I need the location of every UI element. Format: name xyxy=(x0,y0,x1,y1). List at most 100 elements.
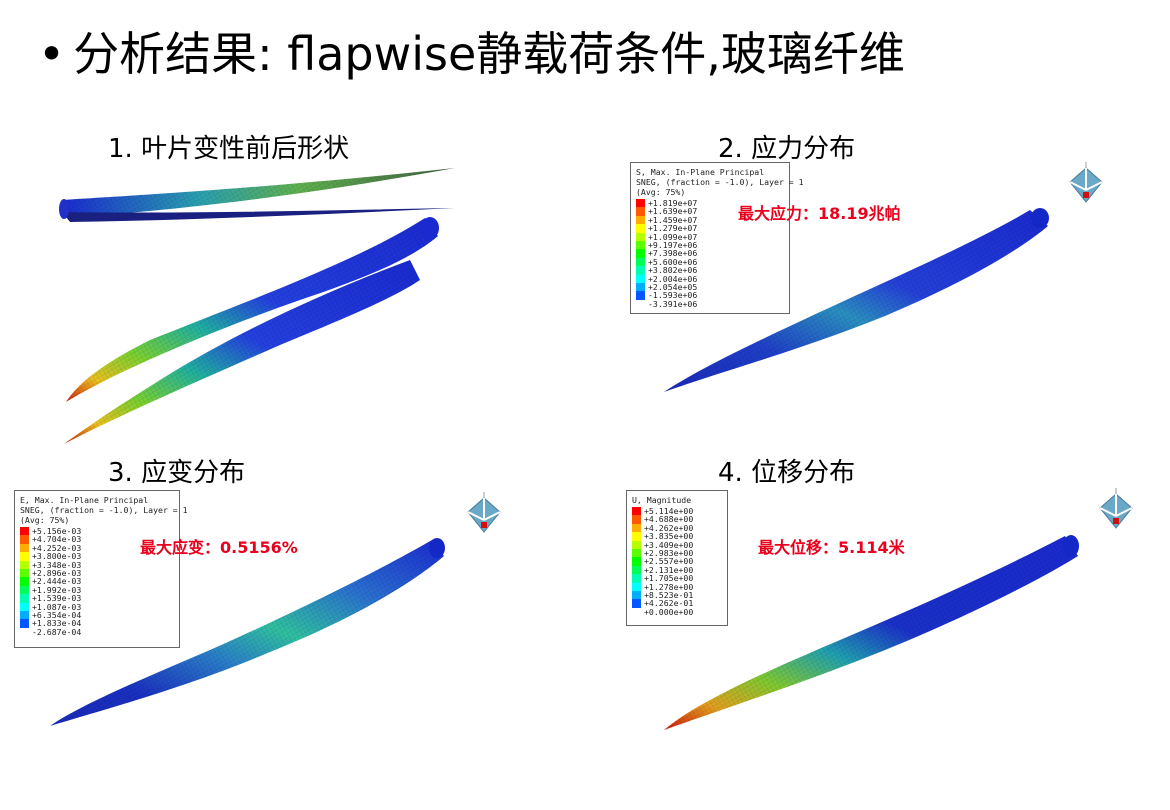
legend-value: +3.802e+06 xyxy=(648,265,698,276)
legend-swatch xyxy=(632,582,641,591)
legend-row: +2.983e+00 xyxy=(632,549,722,557)
legend-value: +2.054e+05 xyxy=(648,281,698,292)
legend-swatch xyxy=(636,207,645,216)
legend-row: +1.279e+07 xyxy=(636,223,784,234)
legend-swatch xyxy=(20,602,29,611)
legend-value: +4.262e+00 xyxy=(644,522,694,533)
slide-title-text: 分析结果: flapwise静载荷条件,玻璃纤维 xyxy=(73,27,905,81)
legend-swatch xyxy=(632,548,641,558)
legend-value: +9.197e+06 xyxy=(648,239,698,250)
coordinate-triad-icon xyxy=(1099,488,1133,529)
legend-row: +3.800e-03 xyxy=(20,551,174,562)
strain-legend: E, Max. In-Plane Principal SNEG, (fracti… xyxy=(14,490,188,648)
legend-swatch xyxy=(632,574,641,583)
legend-value: +1.459e+07 xyxy=(648,214,698,225)
legend-value: -3.391e+06 xyxy=(648,298,698,309)
legend-row: +2.444e-03 xyxy=(20,576,174,587)
legend-value: -2.687e-04 xyxy=(32,626,82,637)
legend-value: +1.099e+07 xyxy=(648,231,698,242)
legend-scale: +5.114e+00+4.688e+00+4.262e+00+3.835e+00… xyxy=(632,507,722,616)
legend-value: +1.279e+07 xyxy=(648,223,698,234)
legend-swatch xyxy=(636,249,645,258)
legend-swatch xyxy=(20,560,29,569)
panel-4-label: 4. 位移分布 xyxy=(718,458,856,488)
legend-value: +1.278e+00 xyxy=(644,581,694,592)
legend-value: +2.444e-03 xyxy=(32,576,82,587)
legend-avg: (Avg: 75%) xyxy=(636,187,686,197)
panel-3-label: 3. 应变分布 xyxy=(108,458,246,488)
legend-row: +1.539e-03 xyxy=(20,593,174,604)
legend-swatch xyxy=(636,224,645,233)
legend-title: S, Max. In-Plane Principal xyxy=(636,167,765,177)
legend-row: -3.391e+06 xyxy=(636,298,784,309)
legend-swatch xyxy=(632,557,641,566)
legend-row: +1.819e+07 xyxy=(636,199,784,207)
legend-row: +1.459e+07 xyxy=(636,214,784,225)
legend-row: +6.354e-04 xyxy=(20,610,174,619)
panel-2-label: 2. 应力分布 xyxy=(718,134,856,164)
legend-subtitle: SNEG, (fraction = -1.0), Layer = 1 xyxy=(20,505,188,515)
legend-row: +5.114e+00 xyxy=(632,507,722,515)
legend-row: +2.131e+00 xyxy=(632,564,722,575)
legend-value: +4.262e-01 xyxy=(644,598,694,609)
legend-row: +4.262e-01 xyxy=(632,598,722,609)
legend-row: +3.409e+00 xyxy=(632,540,722,549)
legend-row: +4.262e+00 xyxy=(632,522,722,533)
legend-value: +2.004e+06 xyxy=(648,273,698,284)
legend-row: +2.054e+05 xyxy=(636,281,784,292)
legend-swatch xyxy=(632,599,641,608)
legend-value: +3.800e-03 xyxy=(32,551,82,562)
legend-scale: +1.819e+07+1.639e+07+1.459e+07+1.279e+07… xyxy=(636,199,784,308)
legend-swatch xyxy=(636,240,645,250)
legend-value: +7.398e+06 xyxy=(648,248,698,259)
legend-swatch xyxy=(636,282,645,292)
legend-row: +3.802e+06 xyxy=(636,265,784,276)
legend-row: +7.398e+06 xyxy=(636,248,784,259)
legend-row: +1.099e+07 xyxy=(636,231,784,242)
legend-value: +1.539e-03 xyxy=(32,593,82,604)
legend-value: +5.600e+06 xyxy=(648,256,698,267)
legend-swatch xyxy=(20,535,29,544)
legend-swatch xyxy=(636,291,645,300)
max-stress-note: 最大应力：18.19兆帕 xyxy=(738,204,901,223)
legend-swatch xyxy=(636,274,645,283)
legend-row: +1.992e-03 xyxy=(20,584,174,595)
legend-value: +8.523e-01 xyxy=(644,589,694,600)
legend-value: +1.819e+07 xyxy=(648,198,698,208)
legend-row: +1.705e+00 xyxy=(632,573,722,584)
legend-row: +5.600e+06 xyxy=(636,256,784,267)
legend-scale: +5.156e-03+4.704e-03+4.252e-03+3.800e-03… xyxy=(20,527,174,636)
stress-blade xyxy=(664,208,1049,392)
legend-value: +5.156e-03 xyxy=(32,526,82,536)
coordinate-triad-icon xyxy=(1069,162,1103,203)
legend-row: +2.004e+06 xyxy=(636,273,784,284)
legend-value: +5.114e+00 xyxy=(644,506,694,516)
legend-swatch xyxy=(20,585,29,595)
legend-swatch xyxy=(20,527,29,536)
deformed-blade xyxy=(64,217,439,444)
legend-swatch xyxy=(636,266,645,275)
legend-value: +4.704e-03 xyxy=(32,534,82,545)
legend-swatch xyxy=(20,568,29,578)
legend-row: +1.833e-04 xyxy=(20,618,174,629)
displacement-legend: U, Magnitude +5.114e+00+4.688e+00+4.262e… xyxy=(626,490,728,626)
legend-subtitle: SNEG, (fraction = -1.0), Layer = 1 xyxy=(636,177,804,187)
legend-value: +1.087e-03 xyxy=(32,601,82,612)
legend-value: +1.833e-04 xyxy=(32,618,82,629)
stress-legend: S, Max. In-Plane Principal SNEG, (fracti… xyxy=(630,162,804,314)
legend-row: +3.348e-03 xyxy=(20,559,174,570)
legend-swatch xyxy=(20,577,29,586)
legend-title: E, Max. In-Plane Principal xyxy=(20,495,149,505)
legend-value: +3.348e-03 xyxy=(32,559,82,570)
legend-value: +1.992e-03 xyxy=(32,584,82,595)
legend-value: +1.705e+00 xyxy=(644,573,694,584)
legend-swatch xyxy=(636,215,645,225)
legend-swatch xyxy=(632,523,641,533)
legend-value: +2.131e+00 xyxy=(644,564,694,575)
legend-swatch xyxy=(632,590,641,600)
legend-swatch xyxy=(20,543,29,553)
legend-value: +4.688e+00 xyxy=(644,514,694,525)
slide-title: •分析结果: flapwise静载荷条件,玻璃纤维 xyxy=(38,18,905,84)
legend-title: U, Magnitude xyxy=(632,495,692,505)
legend-swatch xyxy=(632,532,641,541)
